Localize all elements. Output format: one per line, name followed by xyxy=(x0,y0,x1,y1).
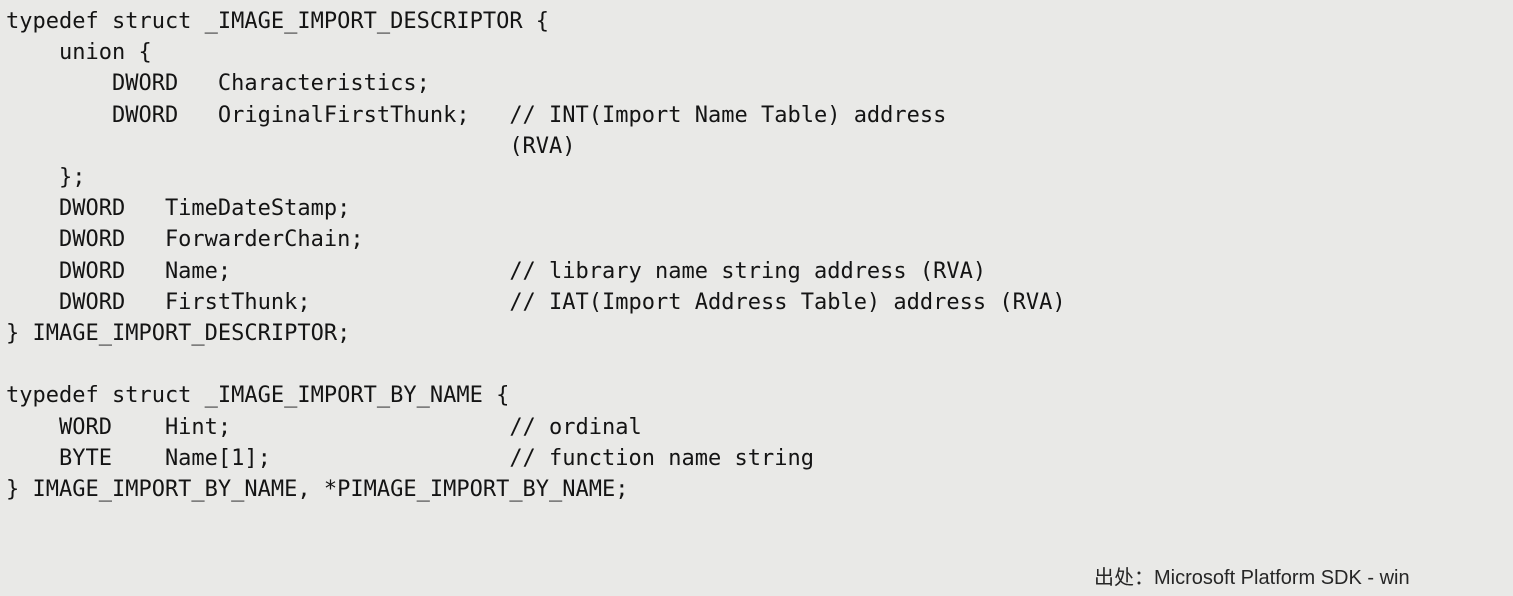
code-line: } IMAGE_IMPORT_BY_NAME, *PIMAGE_IMPORT_B… xyxy=(6,477,629,502)
code-line: union { xyxy=(6,40,152,66)
code-line: DWORD FirstThunk; // IAT(Import Address … xyxy=(6,289,1066,315)
code-line: typedef struct _IMAGE_IMPORT_DESCRIPTOR … xyxy=(6,9,550,34)
code-line: typedef struct _IMAGE_IMPORT_BY_NAME { xyxy=(6,383,510,409)
code-line: DWORD Name; // library name string addre… xyxy=(6,258,987,284)
code-line: DWORD OriginalFirstThunk; // INT(Import … xyxy=(6,102,947,128)
code-line: } IMAGE_IMPORT_DESCRIPTOR; xyxy=(6,321,351,346)
source-credit: 出处：Microsoft Platform SDK - win xyxy=(1094,567,1410,589)
code-line: DWORD ForwarderChain; xyxy=(6,227,364,253)
code-line: (RVA) xyxy=(6,133,576,159)
code-line: BYTE Name[1]; // function name string xyxy=(6,445,814,471)
code-line: DWORD TimeDateStamp; xyxy=(6,196,351,222)
code-line: WORD Hint; // ordinal xyxy=(6,414,642,440)
code-listing: typedef struct _IMAGE_IMPORT_DESCRIPTOR … xyxy=(6,6,1506,586)
code-line: }; xyxy=(6,165,86,190)
code-line: DWORD Characteristics; xyxy=(6,71,430,97)
